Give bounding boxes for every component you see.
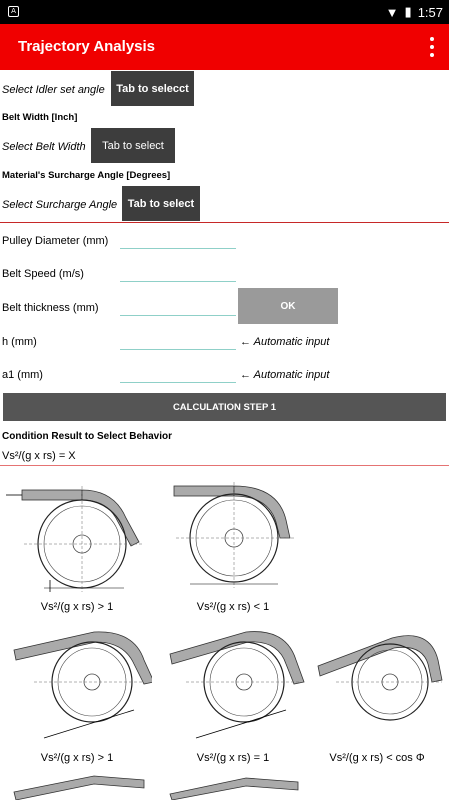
h-input[interactable] bbox=[120, 330, 236, 350]
a1-label: a1 (mm) bbox=[2, 369, 43, 381]
status-bar: A ▼ ▮ 1:57 bbox=[0, 0, 449, 24]
wifi-icon: ▼ bbox=[385, 4, 399, 20]
divider bbox=[0, 465, 449, 466]
diagram-4-caption: Vs²/(g x rs) = 1 bbox=[196, 752, 270, 764]
belt-thickness-input[interactable] bbox=[120, 296, 236, 316]
trajectory-diagram-2 bbox=[173, 482, 296, 588]
diagram-1-caption: Vs²/(g x rs) > 1 bbox=[40, 601, 114, 613]
calculation-step-1-button[interactable]: CALCULATION STEP 1 bbox=[3, 393, 446, 421]
condition-heading: Condition Result to Select Behavior bbox=[2, 431, 173, 442]
idler-label: Select Idler set angle bbox=[2, 84, 105, 96]
trajectory-diagram-5 bbox=[317, 635, 443, 721]
app-title: Trajectory Analysis bbox=[18, 38, 156, 55]
diagram-2-caption: Vs²/(g x rs) < 1 bbox=[196, 601, 270, 613]
condition-formula: Vs²/(g x rs) = X bbox=[2, 450, 76, 462]
surcharge-label: Select Surcharge Angle bbox=[2, 199, 118, 211]
divider bbox=[0, 222, 449, 223]
a1-input[interactable] bbox=[120, 363, 236, 383]
idler-select-button[interactable]: Tab to selecct bbox=[111, 71, 194, 106]
diagram-3-caption: Vs²/(g x rs) > 1 bbox=[40, 752, 114, 764]
belt-width-heading: Belt Width [Inch] bbox=[2, 112, 78, 123]
ok-button[interactable]: OK bbox=[238, 288, 338, 324]
h-automatic-note: ← Automatic input bbox=[240, 336, 330, 348]
pulley-diameter-input[interactable] bbox=[120, 229, 236, 249]
trajectory-diagram-7 bbox=[169, 777, 299, 800]
overflow-menu-icon[interactable] bbox=[429, 37, 435, 57]
belt-speed-label: Belt Speed (m/s) bbox=[2, 268, 84, 280]
h-label: h (mm) bbox=[2, 336, 37, 348]
trajectory-diagram-4 bbox=[169, 631, 305, 739]
surcharge-select-button[interactable]: Tab to select bbox=[122, 186, 200, 221]
notification-icon: A bbox=[8, 6, 19, 17]
trajectory-diagram-6 bbox=[13, 775, 145, 800]
belt-width-label: Select Belt Width bbox=[2, 141, 86, 153]
pulley-diameter-label: Pulley Diameter (mm) bbox=[2, 235, 109, 247]
belt-speed-input[interactable] bbox=[120, 262, 236, 282]
belt-thickness-label: Belt thickness (mm) bbox=[2, 302, 99, 314]
surcharge-heading: Material's Surcharge Angle [Degrees] bbox=[2, 170, 171, 181]
a1-automatic-note: ← Automatic input bbox=[240, 369, 330, 381]
diagram-5-caption: Vs²/(g x rs) < cos Φ bbox=[329, 752, 425, 764]
app-bar: Trajectory Analysis bbox=[0, 24, 449, 70]
trajectory-diagram-3 bbox=[13, 631, 152, 739]
status-time: 1:57 bbox=[417, 4, 443, 20]
battery-icon: ▮ bbox=[404, 4, 412, 19]
belt-width-select-button[interactable]: Tab to select bbox=[91, 128, 175, 163]
trajectory-diagram-1 bbox=[6, 486, 144, 592]
